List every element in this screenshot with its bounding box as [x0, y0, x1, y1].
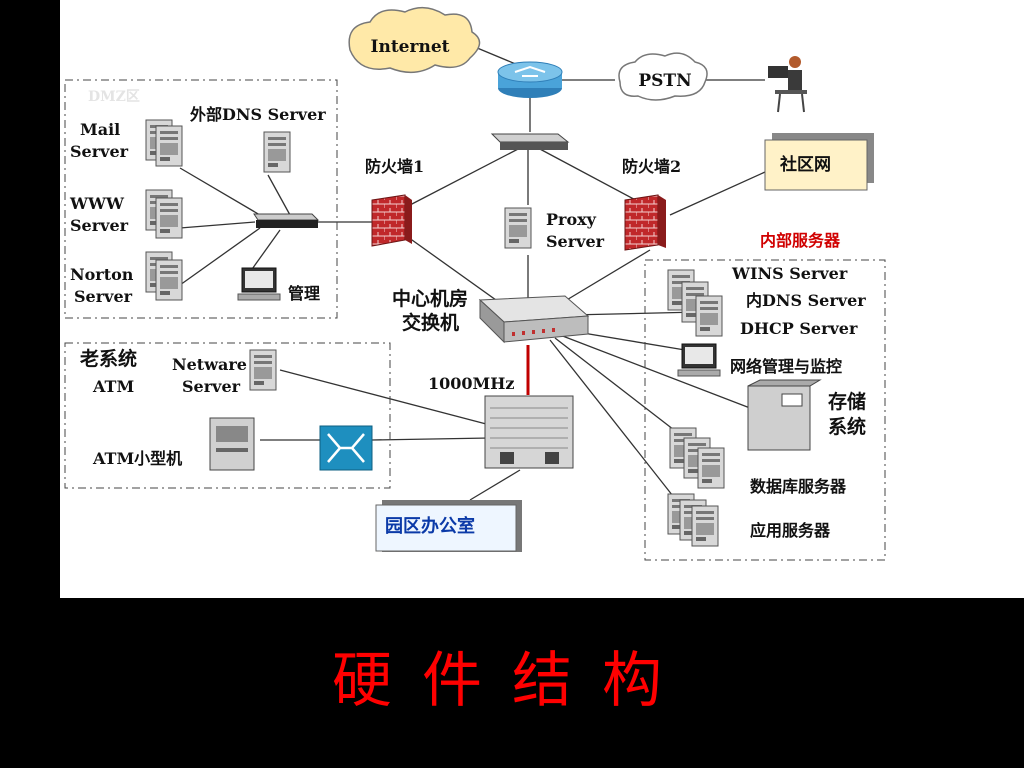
dmz-faded-title: DMZ区 — [88, 89, 140, 105]
dhcp-server-icon — [695, 295, 723, 337]
pstn-label: PSTN — [638, 71, 691, 91]
slide-title: 硬件结构 — [332, 646, 692, 716]
dns-label: 内DNS Server — [746, 291, 866, 310]
legacy-title-1: 老系统 — [80, 348, 138, 370]
firewall2-label: 防火墙2 — [622, 157, 682, 176]
netware-label-2: Server — [182, 377, 241, 396]
storage-label-1: 存储 — [828, 391, 867, 413]
diagram-canvas: Internet PSTN — [60, 0, 1024, 598]
app-label: 应用服务器 — [750, 521, 831, 540]
ext-dns-server-icon — [263, 131, 291, 173]
storage-label-2: 系统 — [828, 416, 867, 438]
netmgmt-label: 网络管理与监控 — [730, 357, 843, 376]
core-switch-label-1: 中心机房 — [392, 288, 469, 310]
storage-icon — [747, 379, 822, 451]
firewall1-icon — [371, 194, 412, 247]
netmgmt-pc-icon — [677, 343, 721, 377]
firewall1-label: 防火墙1 — [365, 157, 425, 176]
network-diagram: Internet PSTN — [64, 6, 886, 561]
internal-title: 内部服务器 — [760, 231, 841, 250]
links — [179, 44, 766, 506]
gigabit-chassis-icon — [484, 395, 574, 469]
mail-label-1: Mail — [80, 120, 121, 139]
dmz-region — [64, 79, 338, 319]
gigabit-label: 1000MHz — [428, 374, 515, 393]
db-label: 数据库服务器 — [750, 477, 847, 496]
ext-dns-label: 外部DNS Server — [190, 105, 326, 124]
pstn-cloud: PSTN — [618, 52, 708, 101]
campus-office-label: 园区办公室 — [385, 516, 475, 537]
atm-mini-icon — [209, 417, 255, 471]
core-switch-label-2: 交换机 — [402, 312, 460, 334]
community-net-box — [764, 133, 874, 191]
atm-switch-icon — [319, 425, 373, 471]
community-net-label: 社区网 — [780, 155, 831, 175]
campus-office-box — [375, 500, 522, 552]
dhcp-label: DHCP Server — [740, 319, 858, 338]
www-label-2: Server — [70, 216, 129, 235]
norton-label-2: Server — [74, 287, 133, 306]
firewall2-icon — [624, 194, 666, 251]
internet-label: Internet — [371, 37, 450, 57]
mgmt-label: 管理 — [288, 284, 321, 303]
atm-mini-label: ATM小型机 — [93, 449, 183, 468]
mail-label-2: Server — [70, 142, 129, 161]
netware-server-icon — [249, 349, 277, 391]
top-switch-icon — [490, 133, 570, 150]
remote-user-icon — [768, 56, 807, 113]
mgmt-pc-icon — [237, 267, 281, 301]
www-label-1: WWW — [70, 194, 124, 213]
proxy-server-icon — [504, 207, 532, 249]
core-switch-icon — [478, 295, 590, 344]
internal-region — [644, 259, 886, 561]
proxy-label-2: Server — [546, 232, 605, 251]
dmz-hub-icon — [253, 213, 320, 228]
wins-label: WINS Server — [732, 264, 848, 283]
proxy-label-1: Proxy — [546, 210, 596, 229]
legacy-title-2: ATM — [93, 377, 135, 396]
netware-label-1: Netware — [172, 355, 247, 374]
legacy-region — [64, 342, 391, 489]
internet-cloud: Internet — [348, 6, 481, 74]
norton-label-1: Norton — [70, 265, 134, 284]
router-icon — [497, 61, 563, 98]
